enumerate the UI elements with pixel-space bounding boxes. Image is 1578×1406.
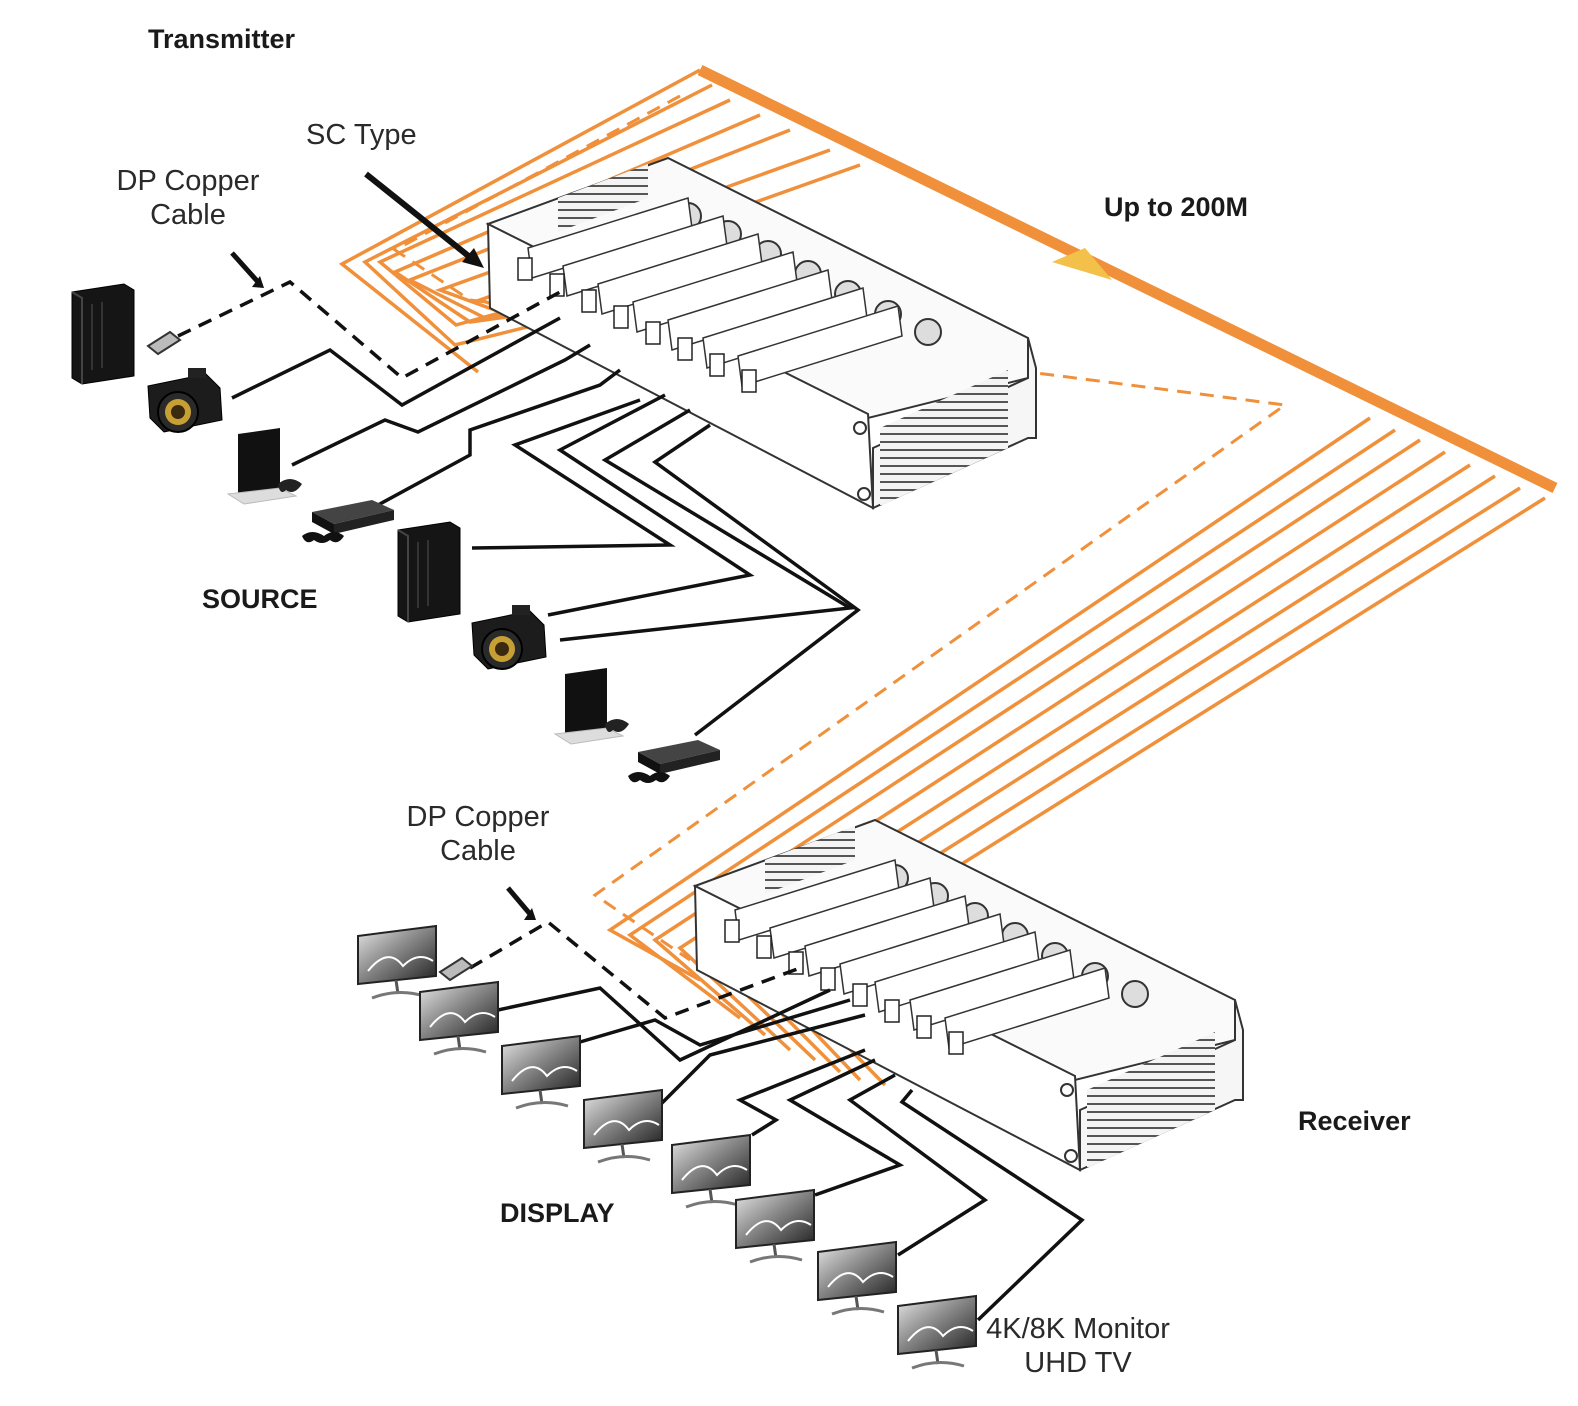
receiver-label: Receiver	[1298, 1106, 1411, 1136]
monitor-label-line2: UHD TV	[1024, 1347, 1132, 1379]
dp-copper-rx-label: DP Copper Cable	[396, 800, 560, 868]
monitor-label: 4K/8K Monitor UHD TV	[978, 1312, 1178, 1380]
game-console-icon	[227, 427, 303, 505]
game-console-icon	[554, 667, 630, 745]
display-label: DISPLAY	[500, 1198, 615, 1228]
monitor-icon	[816, 1240, 898, 1316]
playstation-icon	[302, 500, 394, 543]
dp-plug-icon	[146, 330, 182, 356]
dp-copper-tx-label: DP Copper Cable	[106, 164, 270, 232]
sc-type-pointer	[364, 171, 478, 265]
direction-arrow-icon	[1052, 248, 1112, 280]
monitor-icon	[356, 924, 438, 1000]
sc-type-label: SC Type	[306, 119, 417, 151]
dp-copper-tx-line2: Cable	[150, 199, 226, 231]
source-label: SOURCE	[202, 584, 318, 614]
camera-icon	[471, 604, 547, 670]
pc-tower-icon	[397, 521, 461, 623]
dp-copper-tx-line1: DP Copper	[116, 165, 260, 197]
dp-rx-pointer	[506, 886, 532, 916]
monitor-icon	[896, 1294, 978, 1370]
playstation-icon	[628, 740, 720, 783]
dp-tx-pointer	[230, 251, 260, 284]
dp-copper-rx-line1: DP Copper	[406, 801, 550, 833]
dp-copper-rx-dashed	[469, 919, 801, 1020]
pc-tower-icon	[71, 283, 135, 385]
receiver-chassis	[694, 819, 1244, 1171]
distance-label: Up to 200M	[1104, 192, 1249, 222]
monitor-icon	[500, 1034, 582, 1110]
dp-copper-rx-line2: Cable	[440, 835, 516, 867]
dp-plug-icon	[438, 956, 474, 982]
camera-icon	[147, 367, 223, 433]
monitor-icon	[418, 980, 500, 1056]
dashed-fiber	[392, 94, 1289, 962]
copper-cables-rx	[497, 986, 1085, 1322]
monitor-icon	[670, 1133, 752, 1209]
monitor-icon	[734, 1188, 816, 1264]
transmitter-label: Transmitter	[148, 24, 296, 54]
monitor-label-line1: 4K/8K Monitor	[986, 1313, 1170, 1345]
copper-cables-tx	[231, 316, 861, 737]
monitor-icon	[582, 1088, 664, 1164]
